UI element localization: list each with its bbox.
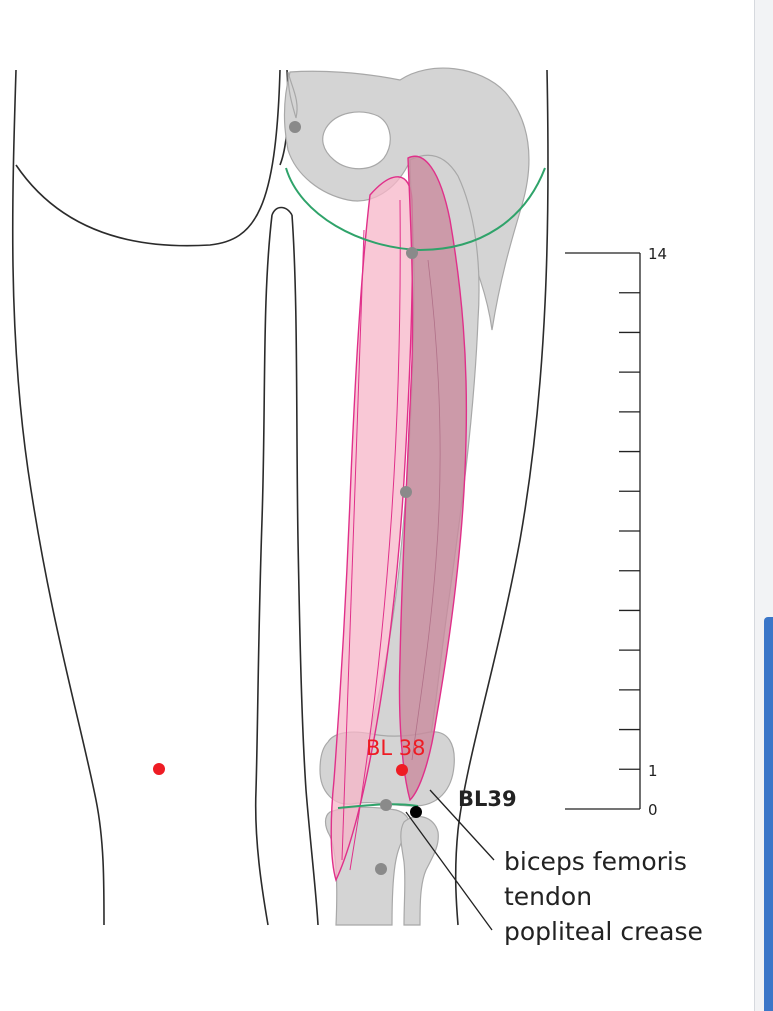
right-leg-inner-contour xyxy=(292,215,318,925)
scale-label-14: 14 xyxy=(648,245,667,263)
gluteal-cleft xyxy=(272,208,292,216)
scale-label-1: 1 xyxy=(648,762,658,780)
reference-dot xyxy=(400,486,412,498)
reference-dot xyxy=(289,121,301,133)
bl39-point xyxy=(410,806,422,818)
bl38-label: BL 38 xyxy=(366,736,426,760)
fibula-bone xyxy=(401,817,438,925)
left-buttock-outline xyxy=(16,70,280,246)
measurement-scale xyxy=(565,253,640,809)
popliteal-crease-label: popliteal crease xyxy=(504,917,703,946)
bl38-point-left xyxy=(153,763,165,775)
bl39-label: BL39 xyxy=(458,787,517,811)
biceps-femoris-label: biceps femoris xyxy=(504,847,687,876)
tendon-label: tendon xyxy=(504,882,592,911)
reference-dot xyxy=(406,247,418,259)
left-leg-inner-contour xyxy=(256,215,272,925)
reference-dot xyxy=(375,863,387,875)
reference-dot xyxy=(380,799,392,811)
scale-label-0: 0 xyxy=(648,801,658,819)
window-side-tab[interactable] xyxy=(764,617,773,1011)
left-leg-outer-contour xyxy=(13,70,104,925)
bl38-point xyxy=(396,764,408,776)
